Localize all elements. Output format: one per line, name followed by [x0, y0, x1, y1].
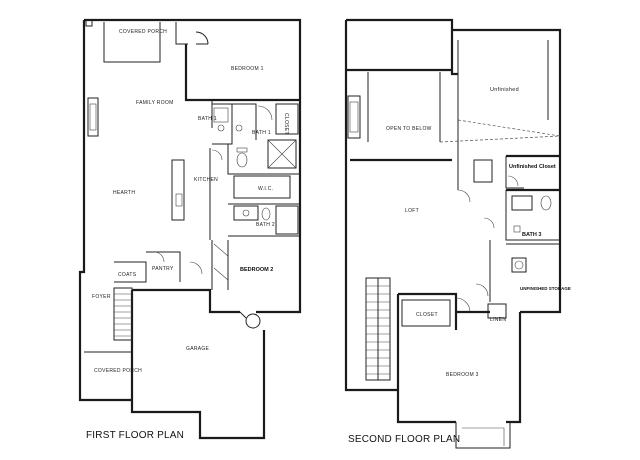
label-wic: W.I.C.	[258, 186, 273, 192]
label-hearth: HEARTH	[113, 190, 135, 196]
label-open-to-below: OPEN TO BELOW	[386, 126, 432, 132]
label-loft: LOFT	[405, 208, 419, 214]
label-covered-porch-top: COVERED PORCH	[119, 29, 167, 35]
corner-marker	[85, 19, 93, 27]
label-unfinished-closet: Unfinished Closet	[509, 164, 556, 170]
label-bath-3: BATH 3	[522, 232, 541, 238]
second-floor-plan: OPEN TO BELOW Unfinished Unfinished Clos…	[344, 18, 571, 449]
first-floor-caption: FIRST FLOOR PLAN	[86, 430, 185, 441]
label-bath-1b: BATH 1	[252, 130, 271, 136]
label-covered-porch-bottom: COVERED PORCH	[94, 368, 142, 374]
first-floor-plan: COVERED PORCH BEDROOM 1 FAMILY ROOM BATH…	[78, 18, 302, 440]
label-garage: GARAGE	[186, 346, 210, 352]
label-kitchen: KITCHEN	[194, 177, 218, 183]
label-linen: LINEN	[490, 317, 506, 323]
label-bedroom-3: BEDROOM 3	[446, 372, 479, 378]
label-closet-2: CLOSET	[416, 312, 438, 318]
label-bedroom-2: BEDROOM 2	[240, 267, 273, 273]
label-family-room: FAMILY ROOM	[136, 100, 174, 106]
label-closet-1: CLOSET	[283, 113, 289, 135]
label-coats: COATS	[118, 272, 137, 278]
label-unfinished-storage: UNFINISHED STORAGE	[520, 286, 571, 291]
label-pantry: PANTRY	[152, 266, 174, 272]
label-bath-1: BATH 1	[198, 116, 217, 122]
label-unfinished: Unfinished	[490, 87, 519, 93]
label-bedroom-1: BEDROOM 1	[231, 66, 264, 72]
second-floor-caption: SECOND FLOOR PLAN	[348, 434, 461, 445]
label-bath-2: BATH 2	[256, 222, 275, 228]
label-foyer: FOYER	[92, 294, 111, 300]
